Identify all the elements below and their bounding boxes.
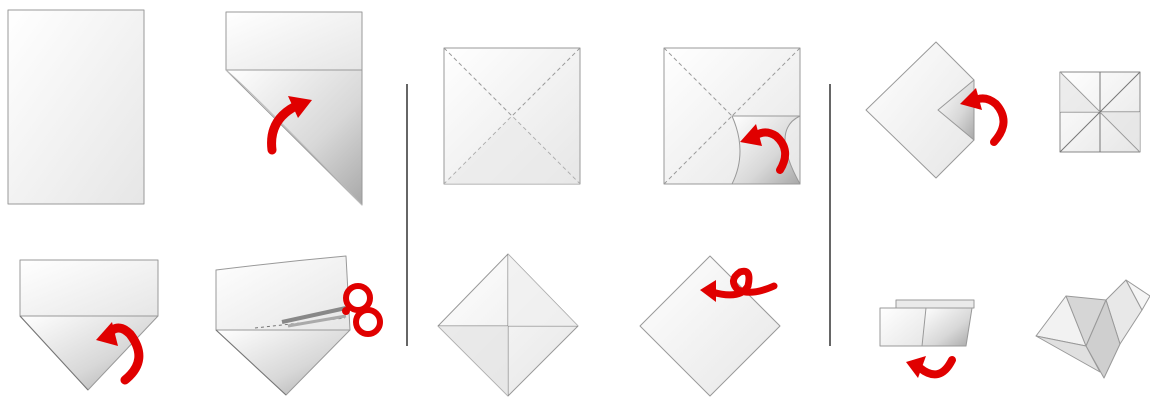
step-corner-fold <box>664 48 800 184</box>
step-second-corner-fold <box>866 42 1004 178</box>
step-creased-square <box>444 48 580 184</box>
section-3 <box>866 42 1150 378</box>
step-fold-half <box>880 300 974 378</box>
section-2 <box>438 48 800 396</box>
step-finished-fortune-teller <box>1036 280 1150 378</box>
step-blintz-diamond <box>438 254 578 396</box>
step-cut-strip <box>216 256 380 395</box>
step-rectangle-sheet <box>8 10 144 204</box>
step-triangle-fold <box>20 260 158 390</box>
step-diagonal-fold <box>226 12 362 205</box>
fold-arrow <box>920 360 952 374</box>
section-1 <box>8 10 380 395</box>
step-folded-square <box>1060 72 1140 152</box>
step-flip-over <box>640 256 780 396</box>
